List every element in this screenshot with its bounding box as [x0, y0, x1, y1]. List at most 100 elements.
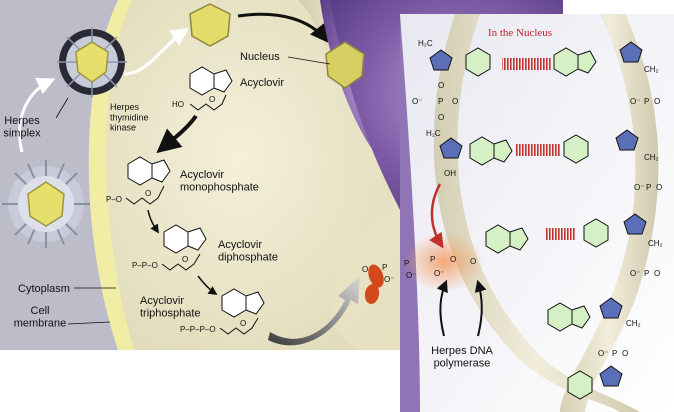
svg-text:CH₂: CH₂ [648, 239, 663, 248]
label-line: Acyclovir [140, 295, 184, 307]
dna-base-pair-row-4 [567, 365, 623, 400]
label-line: Herpes DNA [431, 345, 493, 357]
label-nucleus: Nucleus [240, 51, 280, 63]
label-line: monophosphate [180, 182, 259, 194]
virus-entry-arrow [18, 77, 56, 153]
label-line: Acyclovir [218, 239, 262, 251]
step-arrow-1 [147, 209, 159, 234]
svg-text:O: O [654, 97, 660, 106]
herpes-virus-entering [57, 27, 127, 97]
label-line: Cell [31, 305, 50, 317]
svg-text:CH₂: CH₂ [644, 65, 659, 74]
chem-o-mono: O [145, 189, 151, 198]
svg-text:P: P [612, 349, 617, 358]
acyclovir-incorporation-row [485, 213, 647, 254]
dna-base-pair-row-1 [429, 41, 643, 77]
svg-text:O: O [622, 349, 628, 358]
label-line: Herpes [4, 115, 40, 127]
chem-o: O [209, 95, 215, 104]
svg-text:O: O [470, 257, 476, 266]
svg-text:P: P [438, 97, 443, 106]
nucleophilic-attack-arrow [429, 183, 444, 249]
label-acyclovir: Acyclovir [240, 77, 284, 89]
label-line: simplex [3, 128, 41, 140]
label-line: polymerase [434, 358, 491, 370]
svg-text:CH₂: CH₂ [626, 319, 641, 328]
acyclovir-molecule: HO O Acyclovir [172, 66, 284, 111]
svg-text:O⁻: O⁻ [362, 265, 372, 274]
polymerase-arrow-left [436, 279, 448, 337]
svg-text:H₂C: H₂C [426, 129, 441, 138]
panel-title: In the Nucleus [488, 27, 552, 39]
chem-o-di: O [182, 255, 188, 264]
dna-base-pair-row-3 [547, 297, 623, 332]
capsid-to-nucleus-arrow [237, 12, 329, 43]
svg-text:O: O [438, 113, 444, 122]
right-strand-phosphates: CH₂ O⁻ P O CH₂ O⁻ P O CH₂ O⁻ P O CH₂ O⁻ … [598, 65, 663, 358]
chem-p-tri: P–P–P–O [180, 325, 216, 334]
herpes-capsid-cytoplasm [189, 3, 231, 47]
cytoplasm-area [105, 0, 400, 350]
svg-text:O: O [450, 255, 456, 264]
svg-text:P: P [430, 255, 435, 264]
step-arrow-2 [197, 275, 218, 295]
right-panel [330, 0, 674, 412]
capsid-transport-arrow [123, 27, 189, 76]
reaction-glow [404, 232, 484, 292]
svg-text:CH₂: CH₂ [644, 153, 659, 162]
svg-text:O: O [452, 97, 458, 106]
incoming-triphosphate: O⁻ P P P O O O⁻ O⁻ O⁻ [362, 255, 476, 284]
transport-to-nucleus-arrow [268, 276, 360, 346]
pyrophosphate-cleavage-right [364, 284, 380, 304]
chem-p-di: P–P–O [132, 261, 158, 270]
polymerase-arrow-right [474, 279, 487, 337]
dna-backbone-ribbon-left [433, 14, 640, 412]
dna-base-pair-row-2 [439, 129, 639, 166]
herpes-capsid-nucleus-entry [325, 41, 365, 89]
svg-text:H₂C: H₂C [418, 39, 433, 48]
label-line: triphosphate [140, 308, 201, 320]
svg-text:O⁻: O⁻ [412, 97, 422, 106]
herpes-virus-extracellular [2, 160, 90, 248]
svg-text:OH: OH [444, 169, 456, 178]
left-strand-phosphates: H₂C O⁻ P O O O H₂C OH [412, 39, 458, 178]
svg-text:P: P [644, 97, 649, 106]
svg-text:O⁻: O⁻ [630, 269, 640, 278]
svg-text:O⁻: O⁻ [630, 97, 640, 106]
svg-text:O⁻: O⁻ [598, 349, 608, 358]
label-line: diphosphate [218, 252, 278, 264]
svg-text:P: P [404, 259, 409, 268]
dna-backbone-ribbon-right [560, 14, 659, 412]
svg-text:O: O [656, 183, 662, 192]
svg-text:O: O [438, 81, 444, 90]
svg-text:P: P [646, 183, 651, 192]
chem-ho: HO [172, 100, 184, 109]
label-line: membrane [14, 318, 67, 330]
svg-text:O⁻: O⁻ [406, 271, 416, 280]
label-line: kinase [110, 123, 136, 133]
svg-text:O⁻: O⁻ [434, 269, 444, 278]
svg-text:O: O [654, 269, 660, 278]
kinase-arrow [156, 114, 198, 154]
label-line: Herpes [110, 102, 140, 112]
label-line: thymidine [110, 112, 149, 122]
svg-text:P: P [382, 263, 387, 272]
label-line: Acyclovir [180, 169, 224, 181]
chem-o-tri: O [240, 319, 246, 328]
label-cytoplasm: Cytoplasm [18, 283, 70, 295]
svg-text:O⁻: O⁻ [384, 275, 394, 284]
svg-text:P: P [644, 269, 649, 278]
pyrophosphate-cleavage-left [368, 264, 384, 288]
svg-text:O⁻: O⁻ [634, 183, 644, 192]
